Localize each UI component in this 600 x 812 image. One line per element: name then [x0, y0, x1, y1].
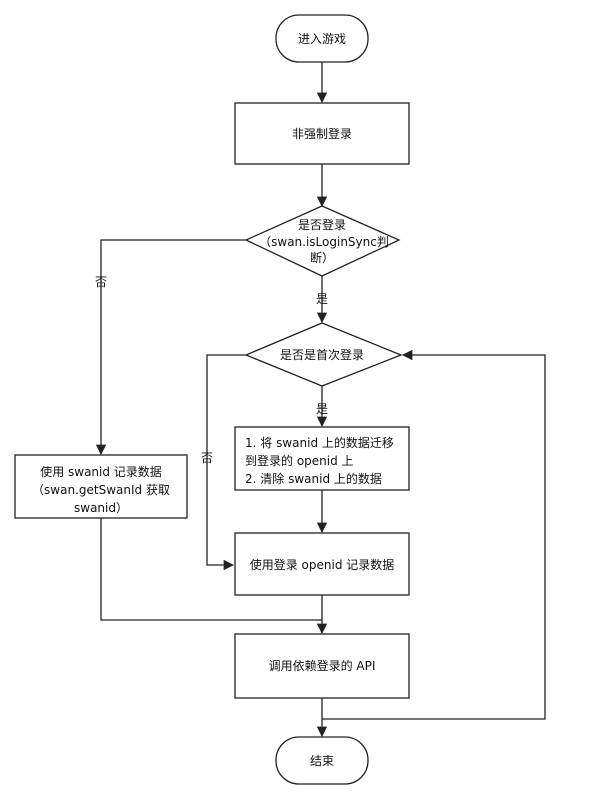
node-non-forced-login: 非强制登录: [234, 102, 410, 165]
node-is-first-login: 是否是首次登录: [244, 322, 403, 387]
edge-loggedin-no: [95, 239, 246, 456]
process-shape: [234, 426, 410, 491]
edge-firstlogin-no: [206, 354, 246, 571]
process-shape: [234, 102, 410, 165]
process-shape: [234, 633, 410, 699]
decision-shape: [244, 205, 401, 277]
node-use-swanid-line-3: swanid）: [74, 501, 128, 515]
node-end-label: 结束: [310, 754, 334, 768]
edge-label-firstlogin-yes: 是: [316, 402, 328, 416]
edge-label-loggedin-no: 否: [95, 275, 107, 289]
node-use-openid: 使用登录 openid 记录数据: [234, 532, 410, 596]
node-migrate-data-line-2: 到登录的 openid 上: [245, 453, 354, 468]
node-start: 进入游戏: [275, 14, 369, 63]
node-call-api: 调用依赖登录的 API: [234, 633, 410, 699]
node-use-swanid: 使用 swanid 记录数据 （swan.getSwanId 获取 swanid…: [14, 454, 188, 519]
process-shape: [14, 454, 188, 519]
node-migrate-data-line-3: 2. 清除 swanid 上的数据: [245, 471, 382, 486]
node-is-logged-in-line-3: 断）: [310, 250, 334, 265]
node-migrate-data: 1. 将 swanid 上的数据迁移 到登录的 openid 上 2. 清除 s…: [234, 426, 410, 491]
terminal-shape: [275, 736, 369, 785]
node-non-forced-login-label: 非强制登录: [292, 126, 352, 141]
terminal-shape: [275, 14, 369, 63]
edge-label-loggedin-yes: 是: [316, 292, 328, 306]
node-is-logged-in: 是否登录 （swan.isLoginSync判 断）: [244, 205, 401, 277]
node-use-swanid-line-2: （swan.getSwanId 获取: [32, 483, 170, 497]
edge-label-firstlogin-no: 否: [201, 451, 213, 465]
edge-loop-back-to-firstlogin: [322, 349, 546, 720]
edge-swanid-to-api: [100, 518, 322, 621]
edges: [95, 62, 546, 738]
node-use-swanid-line-1: 使用 swanid 记录数据: [40, 464, 162, 479]
node-migrate-data-line-1: 1. 将 swanid 上的数据迁移: [245, 435, 394, 450]
node-is-logged-in-line-1: 是否登录: [298, 217, 346, 232]
decision-shape: [244, 322, 403, 387]
node-use-openid-label: 使用登录 openid 记录数据: [250, 557, 395, 572]
node-call-api-label: 调用依赖登录的 API: [269, 658, 376, 673]
node-is-first-login-label: 是否是首次登录: [280, 347, 364, 362]
node-start-label: 进入游戏: [298, 32, 346, 46]
node-end: 结束: [275, 736, 369, 785]
process-shape: [234, 532, 410, 596]
node-is-logged-in-line-2: （swan.isLoginSync判: [259, 235, 389, 249]
